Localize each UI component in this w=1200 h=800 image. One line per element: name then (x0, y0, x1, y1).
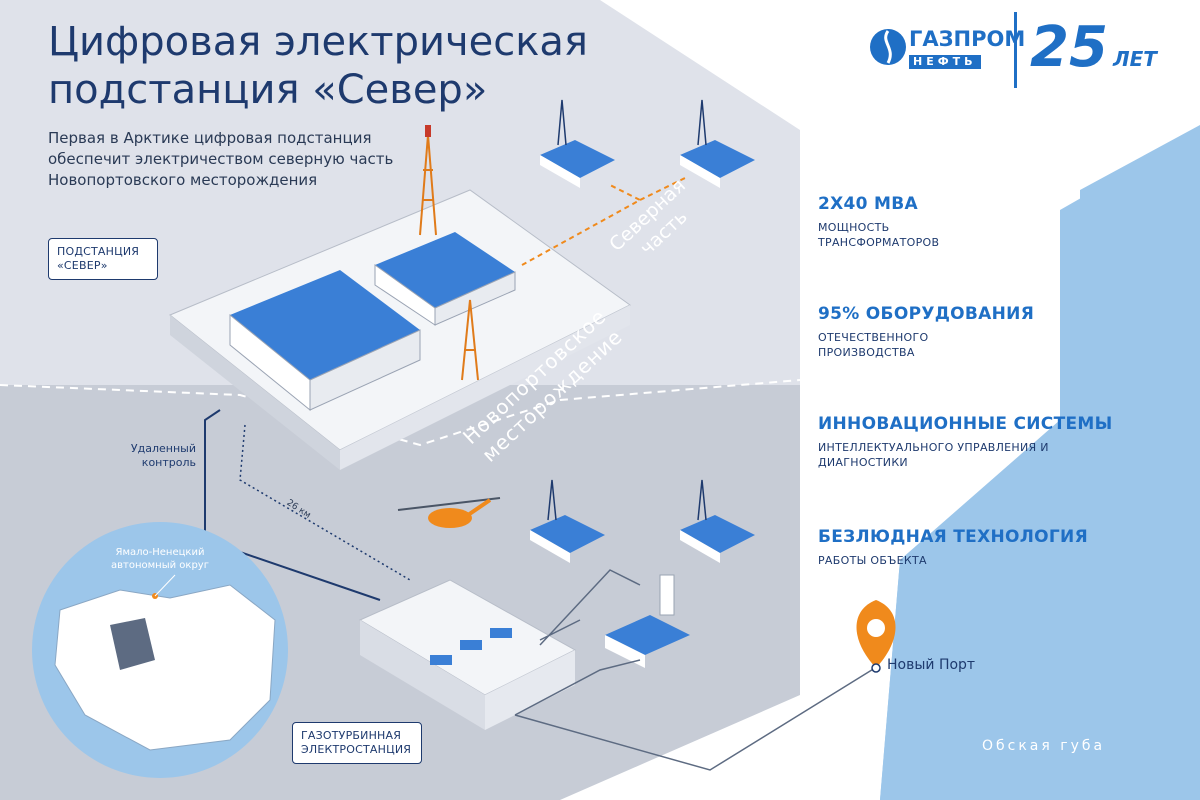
subtitle-line-1: Первая в Арктике цифровая подстанция (48, 129, 372, 147)
logo-divider (1014, 12, 1017, 88)
stat-desc-line: ПРОИЗВОДСТВА (818, 346, 915, 359)
stat-desc-line: ДИАГНОСТИКИ (818, 456, 908, 469)
callout-line: ПОДСТАНЦИЯ (57, 245, 140, 258)
region-map (32, 522, 288, 778)
anniversary-word: ЛЕТ (1113, 47, 1157, 71)
stat-description: МОЩНОСТЬ ТРАНСФОРМАТОРОВ (818, 220, 1118, 250)
stat-unmanned: БЕЗЛЮДНАЯ ТЕХНОЛОГИЯ РАБОТЫ ОБЪЕКТА (818, 527, 1118, 568)
region-label: Ямало-Ненецкий автономный округ (90, 546, 230, 572)
stat-equipment: 95% ОБОРУДОВАНИЯ ОТЕЧЕСТВЕННОГО ПРОИЗВОД… (818, 304, 1118, 360)
bay-label: Обская губа (982, 738, 1106, 754)
gazprom-flame-icon (870, 29, 906, 65)
well-cluster-south-2 (680, 479, 755, 563)
subtitle-line-3: Новопортовского месторождения (48, 171, 318, 189)
location-pin (856, 600, 896, 673)
substation-callout: ПОДСТАНЦИЯ «СЕВЕР» (48, 238, 158, 280)
stat-value: ИННОВАЦИОННЫЕ СИСТЕМЫ (818, 414, 1113, 434)
stat-description: ИНТЕЛЛЕКТУАЛЬНОГО УПРАВЛЕНИЯ И ДИАГНОСТИ… (818, 440, 1118, 470)
stat-desc-line: ИНТЕЛЛЕКТУАЛЬНОГО УПРАВЛЕНИЯ И (818, 441, 1049, 454)
well-cluster-north-1 (540, 99, 615, 188)
callout-line: «СЕВЕР» (57, 259, 108, 272)
stat-value: 95% ОБОРУДОВАНИЯ (818, 304, 1035, 324)
distance-line (239, 424, 411, 581)
remote-control-line (204, 409, 381, 601)
stat-innovation: ИННОВАЦИОННЫЕ СИСТЕМЫ ИНТЕЛЛЕКТУАЛЬНОГО … (818, 414, 1118, 470)
brand-name: ГАЗПРОМ (909, 27, 1026, 51)
stat-desc-line: ОТЕЧЕСТВЕННОГО (818, 331, 929, 344)
callout-line: ГАЗОТУРБИННАЯ (301, 729, 402, 742)
well-cluster-north-2 (680, 99, 755, 188)
stat-desc-line: МОЩНОСТЬ (818, 221, 890, 234)
anniversary-number: 25 (1030, 15, 1108, 80)
page-title: Цифровая электрическая подстанция «Север… (48, 18, 608, 114)
subtitle-line-2: обеспечит электричеством северную часть (48, 150, 394, 168)
gas-turbine-plant (358, 579, 577, 730)
well-cluster-south-1 (530, 479, 605, 563)
helicopter (397, 497, 501, 528)
remote-control-label: Удаленный контроль (110, 442, 196, 470)
stat-desc-line: РАБОТЫ ОБЪЕКТА (818, 554, 927, 567)
label-line: автономный округ (111, 560, 209, 571)
gas-turbine-callout: ГАЗОТУРБИННАЯ ЭЛЕКТРОСТАНЦИЯ (292, 722, 422, 764)
page-subtitle: Первая в Арктике цифровая подстанция обе… (48, 128, 468, 191)
field-boundary (0, 379, 801, 447)
title-line-2: подстанция «Север» (48, 67, 488, 113)
stat-description: ОТЕЧЕСТВЕННОГО ПРОИЗВОДСТВА (818, 330, 1118, 360)
port-label: Новый Порт (887, 657, 976, 673)
brand-logo: ГАЗПРОМ НЕФТЬ (909, 27, 1026, 69)
stat-value: 2Х40 МВА (818, 194, 918, 214)
processing-building (605, 574, 690, 668)
brand-subname: НЕФТЬ (909, 55, 981, 69)
substation-sever (169, 125, 631, 470)
anniversary-badge: 25 ЛЕТ (1030, 18, 1180, 78)
label-line: Ямало-Ненецкий (115, 547, 205, 558)
stat-capacity: 2Х40 МВА МОЩНОСТЬ ТРАНСФОРМАТОРОВ (818, 194, 1118, 250)
callout-line: ЭЛЕКТРОСТАНЦИЯ (301, 743, 412, 756)
title-line-1: Цифровая электрическая (48, 19, 588, 65)
power-lines-south (514, 569, 876, 771)
label-line: контроль (141, 456, 196, 469)
stat-value: БЕЗЛЮДНАЯ ТЕХНОЛОГИЯ (818, 527, 1088, 547)
water-area-inner (880, 130, 1200, 800)
power-link-north (521, 177, 686, 266)
stat-desc-line: ТРАНСФОРМАТОРОВ (818, 236, 940, 249)
stat-description: РАБОТЫ ОБЪЕКТА (818, 553, 1118, 568)
label-line: Удаленный (130, 442, 196, 455)
